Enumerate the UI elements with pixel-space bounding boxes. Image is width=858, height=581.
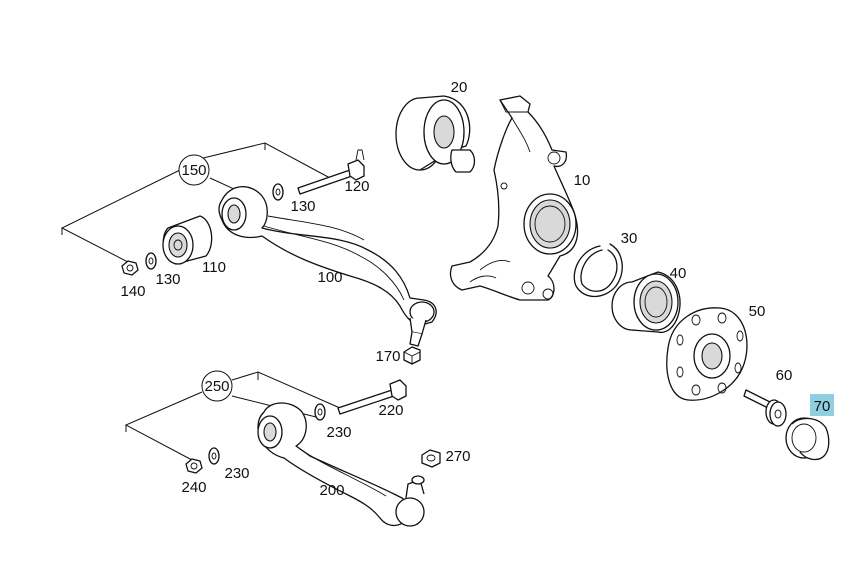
lower-arm-group bbox=[124, 370, 441, 527]
leader-250 bbox=[124, 371, 341, 461]
part-labels: 20 10 30 40 50 60 70 150 120 130 110 130… bbox=[120, 79, 834, 499]
strut-mount-20 bbox=[395, 95, 476, 173]
washer-230-left bbox=[208, 447, 220, 465]
label-230-right: 230 bbox=[326, 424, 351, 441]
upper-arm-group bbox=[60, 142, 437, 365]
label-20: 20 bbox=[451, 79, 468, 96]
label-100: 100 bbox=[317, 269, 342, 286]
washer-130-left bbox=[145, 252, 157, 270]
bearing-40 bbox=[611, 271, 681, 334]
label-50: 50 bbox=[749, 303, 766, 320]
label-230-left: 230 bbox=[224, 465, 249, 482]
bushing-110 bbox=[162, 215, 213, 265]
washer-130-right bbox=[272, 183, 284, 201]
label-250: 250 bbox=[204, 378, 229, 395]
callout-circle-250 bbox=[201, 370, 233, 402]
label-30: 30 bbox=[621, 230, 638, 247]
label-70: 70 bbox=[814, 398, 831, 415]
label-140: 140 bbox=[120, 283, 145, 300]
bolt-120 bbox=[297, 149, 365, 195]
label-120: 120 bbox=[344, 178, 369, 195]
label-60: 60 bbox=[776, 367, 793, 384]
nut-140 bbox=[121, 260, 139, 276]
label-240: 240 bbox=[181, 479, 206, 496]
cap-70 bbox=[785, 417, 830, 461]
label-130-left: 130 bbox=[155, 271, 180, 288]
label-130-right: 130 bbox=[290, 198, 315, 215]
snap-ring-30 bbox=[573, 243, 623, 298]
washer-230-right bbox=[314, 403, 326, 421]
nut-270 bbox=[421, 449, 441, 468]
label-40: 40 bbox=[670, 265, 687, 282]
highlight-box-70 bbox=[810, 394, 834, 416]
label-170: 170 bbox=[375, 348, 400, 365]
label-10: 10 bbox=[574, 172, 591, 189]
nut-240 bbox=[185, 458, 203, 474]
lower-arm-200 bbox=[257, 402, 425, 527]
label-200: 200 bbox=[319, 482, 344, 499]
nut-170 bbox=[403, 346, 421, 365]
bolt-60 bbox=[743, 389, 787, 427]
leader-150 bbox=[60, 142, 331, 263]
label-220: 220 bbox=[378, 402, 403, 419]
label-150: 150 bbox=[181, 162, 206, 179]
hub-flange-50 bbox=[666, 307, 748, 401]
bolt-220 bbox=[337, 379, 407, 415]
hub-group bbox=[395, 95, 830, 461]
callout-circle-150 bbox=[178, 154, 210, 186]
knuckle-10 bbox=[449, 95, 579, 301]
label-110: 110 bbox=[202, 259, 226, 276]
label-270: 270 bbox=[445, 448, 470, 465]
control-arm-100 bbox=[218, 186, 437, 347]
